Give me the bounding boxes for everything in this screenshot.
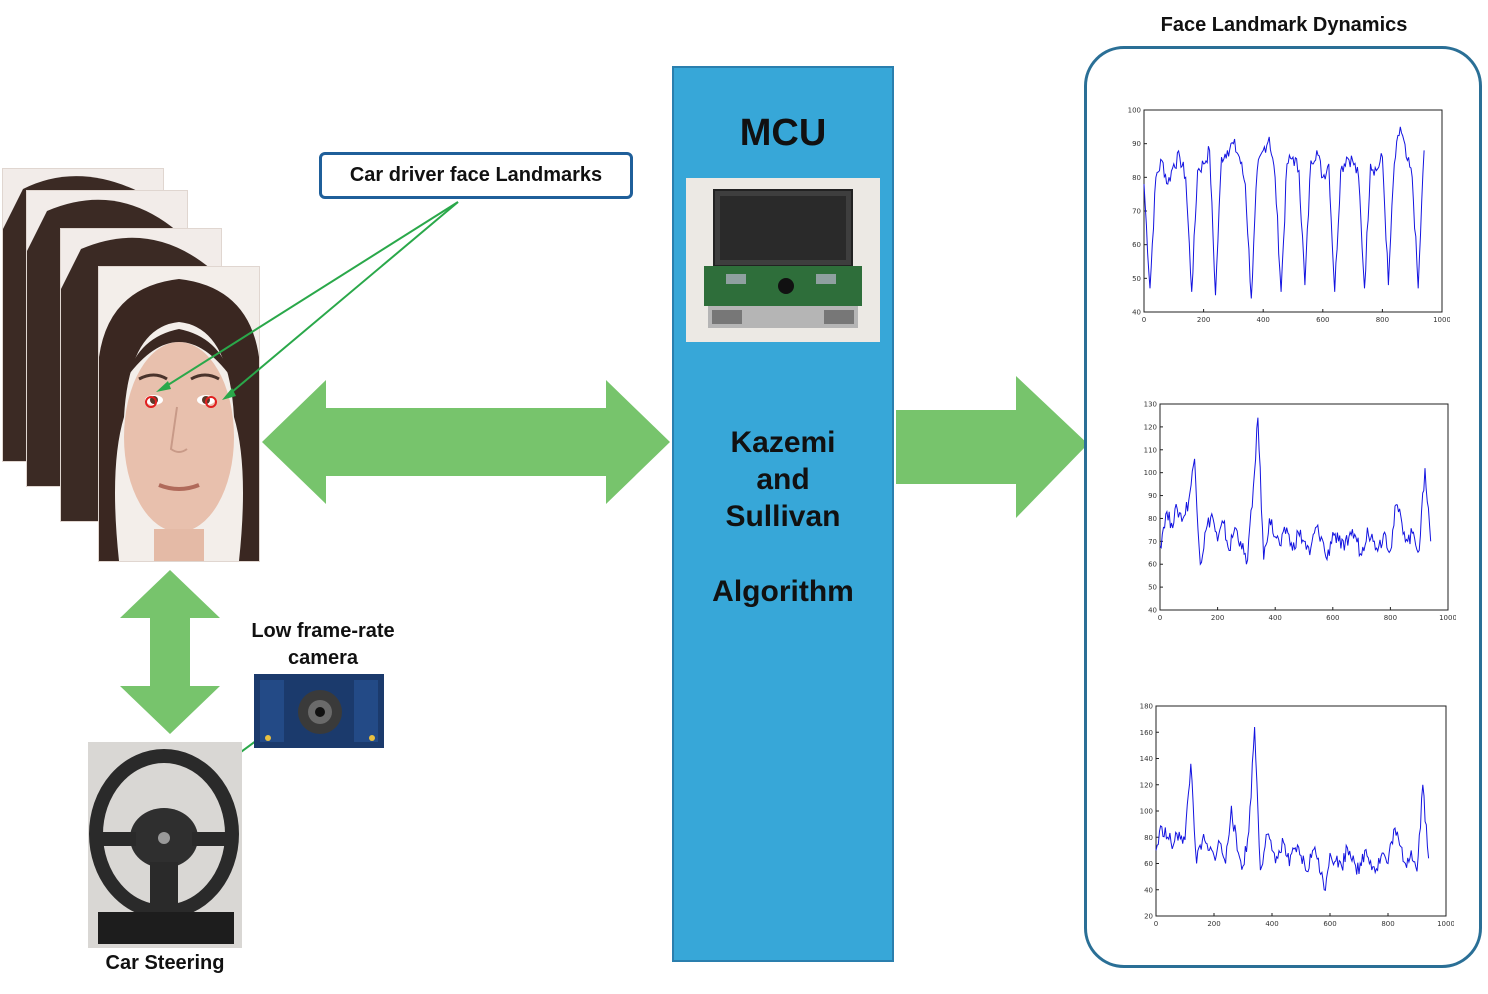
landmark-plot-3: 20 40 60 80 100 120 140 160 180 0 200 400 600 800 1000 (1140, 703, 1454, 929)
x-tick-label: 800 (1384, 614, 1397, 622)
y-tick-label: 80 (1144, 834, 1153, 842)
algorithm-label: Kazemi and Sullivan Algorithm (674, 424, 892, 610)
pointer-arrowhead-right-eye (222, 388, 236, 400)
y-tick-label: 60 (1132, 241, 1141, 249)
x-tick-label: 1000 (1437, 920, 1454, 928)
arrow-mcu-to-plots (896, 376, 1088, 518)
y-tick-label: 20 (1144, 913, 1153, 921)
x-tick-label: 600 (1323, 920, 1336, 928)
landmark-plot-2: 40 50 60 70 80 90 100 110 120 130 0 200 400 600 800 100… (1144, 401, 1456, 623)
camera-label-line-2: camera (287, 647, 359, 669)
y-tick-label: 180 (1140, 703, 1153, 711)
landmark-right-eye (205, 396, 217, 408)
y-tick-label: 40 (1148, 607, 1157, 615)
camera-module-image (254, 674, 384, 748)
dynamics-title: Face Landmark Dynamics (1160, 14, 1408, 36)
plot-frame (1159, 403, 1449, 611)
x-tick-label: 800 (1376, 316, 1389, 324)
y-tick-label: 70 (1148, 538, 1157, 546)
double-arrow-face-steering (120, 570, 220, 734)
mcu-board-photo (686, 178, 880, 342)
pointer-line-left-eye (159, 201, 459, 391)
y-tick-label: 110 (1144, 446, 1157, 454)
x-tick-label: 0 (1158, 614, 1162, 622)
signal-line (1159, 417, 1432, 566)
face-frame-front (98, 266, 260, 562)
y-tick-label: 140 (1140, 755, 1153, 763)
landmarks-callout-box: Car driver face Landmarks (319, 152, 633, 199)
pointer-line-right-eye (225, 201, 459, 398)
x-tick-label: 0 (1142, 316, 1146, 324)
y-tick-label: 80 (1132, 174, 1141, 182)
camera-label-line-1: Low frame-rate (251, 620, 395, 642)
landmarks-callout-label: Car driver face Landmarks (349, 164, 603, 186)
mcu-title: MCU (739, 112, 827, 154)
y-tick-label: 40 (1144, 886, 1153, 894)
y-tick-label: 90 (1132, 140, 1141, 148)
algorithm-line-1: Kazemi (730, 426, 836, 459)
steering-photo (88, 742, 242, 948)
algorithm-line-4: Algorithm (712, 575, 854, 608)
x-tick-label: 0 (1154, 920, 1158, 928)
y-tick-label: 90 (1148, 492, 1157, 500)
mcu-block: MCU Kazemi and Sullivan Algorithm (672, 66, 894, 962)
x-tick-label: 400 (1269, 614, 1282, 622)
y-tick-label: 130 (1144, 401, 1157, 409)
y-tick-label: 60 (1148, 561, 1157, 569)
signal-line (1155, 726, 1430, 892)
x-tick-label: 400 (1257, 316, 1270, 324)
y-tick-label: 80 (1148, 515, 1157, 523)
y-tick-label: 160 (1140, 729, 1153, 737)
plot-frame (1155, 705, 1447, 917)
landmark-left-eye (145, 396, 157, 408)
y-tick-label: 100 (1140, 808, 1153, 816)
y-tick-label: 100 (1128, 107, 1141, 115)
y-tick-label: 70 (1132, 208, 1141, 216)
x-tick-label: 400 (1265, 920, 1278, 928)
x-tick-label: 1000 (1433, 316, 1450, 324)
steering-label: Car Steering (105, 952, 225, 974)
pointer-arrowhead-left-eye (156, 381, 171, 392)
driver-face-image (99, 279, 259, 561)
algorithm-line-2: and (756, 463, 810, 496)
algorithm-line-3: Sullivan (725, 500, 841, 533)
y-tick-label: 120 (1144, 423, 1157, 431)
dynamics-panel (1084, 46, 1482, 968)
y-tick-label: 120 (1140, 781, 1153, 789)
x-tick-label: 600 (1326, 614, 1339, 622)
y-tick-label: 40 (1132, 309, 1141, 317)
mcu-board-image (686, 178, 880, 342)
x-tick-label: 600 (1316, 316, 1329, 324)
camera-photo (254, 674, 384, 748)
double-arrow-face-mcu (262, 380, 670, 504)
y-tick-label: 50 (1148, 584, 1157, 592)
signal-line (1143, 126, 1425, 299)
x-tick-label: 800 (1381, 920, 1394, 928)
x-tick-label: 200 (1197, 316, 1210, 324)
y-tick-label: 100 (1144, 469, 1157, 477)
x-tick-label: 200 (1211, 614, 1224, 622)
x-tick-label: 200 (1207, 920, 1220, 928)
y-tick-label: 50 (1132, 275, 1141, 283)
x-tick-label: 1000 (1439, 614, 1456, 622)
y-tick-label: 60 (1144, 860, 1153, 868)
steering-wheel-image (88, 742, 242, 948)
camera-label: Low frame-rate camera (228, 618, 418, 672)
